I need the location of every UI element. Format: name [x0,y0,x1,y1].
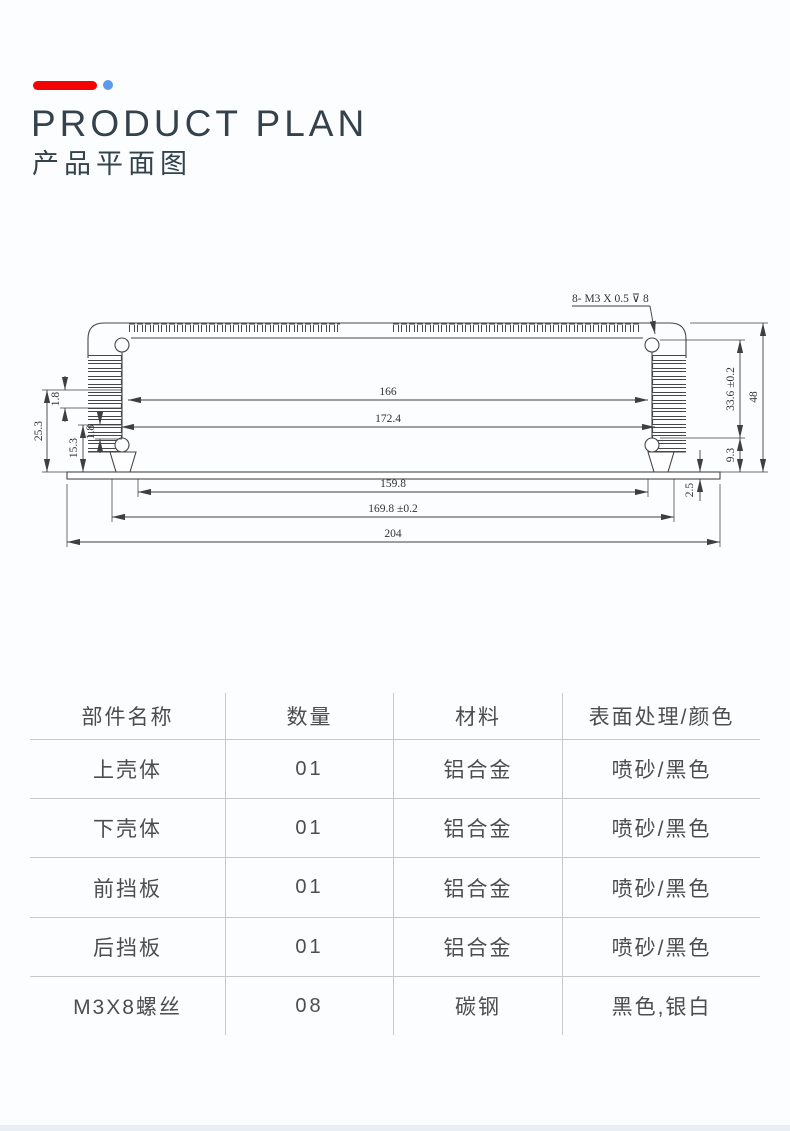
dim-1-8-a: 1.8 [50,392,62,407]
cell-finish-color: 喷砂/黑色 [563,857,760,917]
cell-material: 碳钢 [394,976,563,1035]
left-foot [109,451,137,473]
technical-drawing: 8- M3 X 0.5 ⊽ 8 166 172.4 159.8 169.8 ±0… [33,293,768,547]
cell-finish-color: 喷砂/黑色 [563,739,760,798]
cell-finish-color: 黑色,银白 [563,976,760,1035]
dim-9-3: 9.3 [725,448,737,463]
dim-33-6: 33.6 ±0.2 [725,367,737,411]
cell-quantity: 08 [226,976,394,1035]
cell-finish-color: 喷砂/黑色 [563,798,760,857]
cell-material: 铝合金 [394,857,563,917]
accent-bar [33,81,97,90]
dim-48: 48 [748,391,760,403]
dim-204: 204 [384,528,402,540]
col-header-material: 材料 [394,693,563,739]
col-header-finish-color: 表面处理/颜色 [588,706,735,729]
left-wall-fins [88,354,122,452]
dimension-texts: 8- M3 X 0.5 ⊽ 8 166 172.4 159.8 169.8 ±0… [33,293,760,540]
dim-159-8: 159.8 [380,478,406,490]
cell-material: 铝合金 [394,798,563,857]
dim-166: 166 [379,386,397,398]
screw-boss-top-right [644,337,660,353]
page-subtitle: 产品平面图 [32,149,192,179]
cell-part-name: 后挡板 [30,917,226,976]
page-title: PRODUCT PLAN [31,103,369,144]
col-header-quantity: 数量 [226,693,394,739]
right-wall-fins [652,354,686,452]
screw-boss-bottom-right [644,437,660,453]
dim-172-4: 172.4 [375,413,401,425]
cell-part-name: 上壳体 [30,739,226,798]
cell-quantity: 01 [226,917,394,976]
cell-part-name: 下壳体 [30,798,226,857]
accent-dot [103,80,113,90]
dimension-lines [43,305,767,546]
screw-boss-bottom-left [114,437,130,453]
top-fins-right-band [392,323,640,332]
thread-annotation: 8- M3 X 0.5 ⊽ 8 [572,293,649,305]
cell-finish-color: 喷砂/黑色 [563,917,760,976]
parts-table: 部件名称 数量 材料 表面处理/颜色 上壳体 01 铝合金 喷砂/黑色 下壳体 … [30,693,760,1035]
cell-part-name: 前挡板 [30,857,226,917]
dim-15-3: 15.3 [68,438,80,458]
dim-1-8-b: 1.8 [85,425,97,440]
footer-strip [0,1125,790,1131]
cell-quantity: 01 [226,857,394,917]
enclosure-profile [66,322,721,480]
right-foot [647,451,675,473]
top-fins-left-band [128,323,340,332]
cell-quantity: 01 [226,739,394,798]
cell-material: 铝合金 [394,917,563,976]
screw-boss-top-left [114,337,130,353]
cell-part-name: M3X8螺丝 [30,976,226,1035]
col-header-part-name: 部件名称 [30,693,226,739]
dim-2-5: 2.5 [684,483,696,498]
dim-169-8: 169.8 ±0.2 [368,503,418,515]
cell-quantity: 01 [226,798,394,857]
cell-material: 铝合金 [394,739,563,798]
extension-lines [42,322,768,547]
dim-25-3: 25.3 [33,421,45,441]
base-plate [66,471,721,480]
